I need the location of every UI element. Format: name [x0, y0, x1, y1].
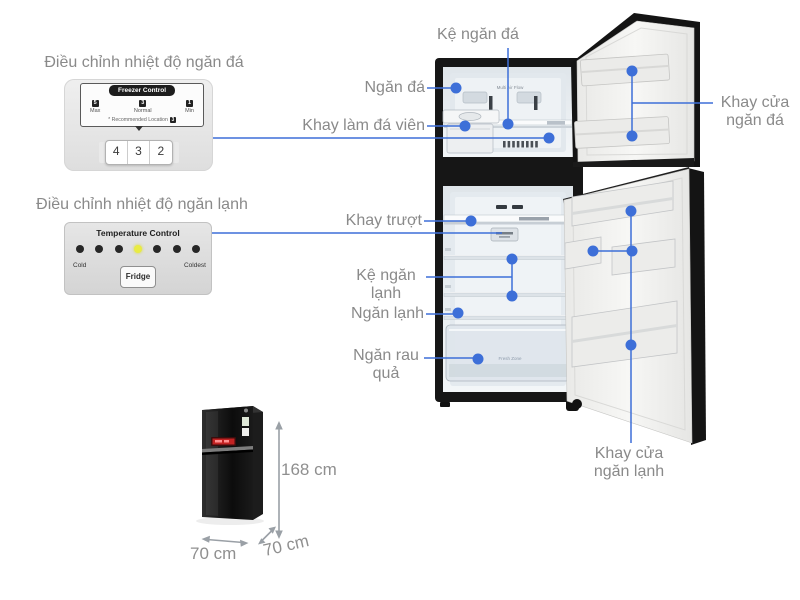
fridge-door-bin [571, 180, 674, 227]
temp-dot [172, 245, 181, 253]
fridge-compartment: Fresh Zone [443, 186, 573, 392]
freezer-control-title: Freezer Control [108, 85, 176, 96]
fridge-button[interactable]: Fridge [120, 266, 156, 288]
freezer-control-card: Freezer Control 5 Max 3 Normal 1 Min * R… [80, 83, 204, 127]
recommended-label: * Recommended Location [108, 117, 168, 123]
freezer-door-bin [574, 116, 670, 149]
recommended-value: 3 [169, 117, 176, 123]
ice-maker [442, 109, 500, 154]
fridge-door-open [563, 167, 706, 445]
fresh-zone-text: Fresh Zone [498, 356, 522, 361]
marker-label: Normal [133, 108, 152, 114]
temp-dot-active [133, 245, 142, 253]
callout-ke-ngan-lanh: Kệ ngăn lạnh [356, 267, 416, 303]
callout-lines [210, 48, 713, 443]
marker-value: 3 [139, 100, 147, 107]
temp-dot [76, 245, 84, 253]
freezer-control-panel: Freezer Control 5 Max 3 Normal 1 Min * R… [64, 79, 213, 171]
small-fridge-handle [202, 446, 253, 453]
freezer-section-header: Điều chỉnh nhiệt độ ngăn đá [44, 54, 244, 71]
temperature-dots [65, 245, 211, 253]
dimension-width: 70 cm [190, 544, 237, 563]
freezer-marker-max: 5 Max [90, 100, 100, 114]
dimension-height: 168 cm [281, 460, 337, 479]
marker-value: 1 [186, 100, 194, 107]
callout-ngan-lanh: Ngăn lạnh [351, 305, 424, 322]
marker-label: Max [90, 108, 101, 114]
freezer-marker-normal: 3 Normal [134, 100, 152, 114]
recommended-location-row: * Recommended Location 3 [81, 117, 203, 123]
freezer-door-open [571, 13, 700, 167]
fridge-door-bin [564, 236, 602, 270]
marker-label: Min [185, 108, 194, 114]
callout-khay-cua-ngan-da: Khay cửa ngăn đá [720, 94, 790, 130]
vegetable-drawer: Fresh Zone [445, 324, 571, 382]
lg-logo [244, 408, 248, 413]
dial-digit: 3 [126, 141, 149, 164]
energy-sticker [242, 417, 249, 426]
fridge-section-header: Điều chỉnh nhiệt độ ngăn lạnh [36, 196, 248, 213]
freezer-vent-slots [503, 141, 538, 148]
internal-temp-control [490, 227, 519, 242]
callout-ngan-rau-qua: Ngăn rau quả [353, 347, 419, 383]
freezer-marker-min: 1 Min [185, 100, 194, 114]
temp-dot [153, 245, 162, 253]
temperature-control-title: Temperature Control [96, 228, 180, 238]
temp-dot [95, 245, 104, 253]
coldest-label: Coldest [183, 262, 206, 269]
callout-ngan-da: Ngăn đá [364, 79, 426, 96]
callout-khay-lam-da-vien: Khay làm đá viên [302, 117, 425, 134]
temp-dot [191, 245, 200, 253]
multi-air-flow-text: Multi Air Flow [497, 85, 525, 90]
freezer-dial[interactable]: 4 3 2 [104, 140, 173, 165]
sliding-shelf [443, 214, 573, 225]
door-caster [572, 399, 582, 409]
callout-dots [450, 65, 638, 365]
callout-ke-ngan-da: Kệ ngăn đá [437, 26, 519, 43]
temperature-control-panel: Temperature Control Cold Coldest Fridge [64, 222, 212, 295]
temp-dot [114, 245, 123, 253]
dial-digit: 4 [112, 144, 120, 158]
cold-label: Cold [73, 262, 87, 269]
fridge-foot [440, 402, 450, 407]
callout-khay-truot: Khay trượt [345, 212, 422, 229]
dimension-arrows [201, 421, 283, 547]
led-display [211, 437, 236, 446]
freezer-vent [462, 91, 488, 104]
energy-sticker [242, 428, 249, 436]
callout-khay-cua-ngan-lanh: Khay cửa ngăn lạnh [593, 445, 665, 481]
pointer-triangle-icon [134, 126, 143, 131]
fridge-door-bin [571, 300, 678, 368]
small-fridge-product [196, 406, 264, 525]
freezer-door-bin [579, 53, 671, 87]
marker-value: 5 [91, 100, 99, 107]
dial-digit: 2 [149, 141, 171, 164]
freezer-control-markers: 5 Max 3 Normal 1 Min [90, 100, 194, 114]
